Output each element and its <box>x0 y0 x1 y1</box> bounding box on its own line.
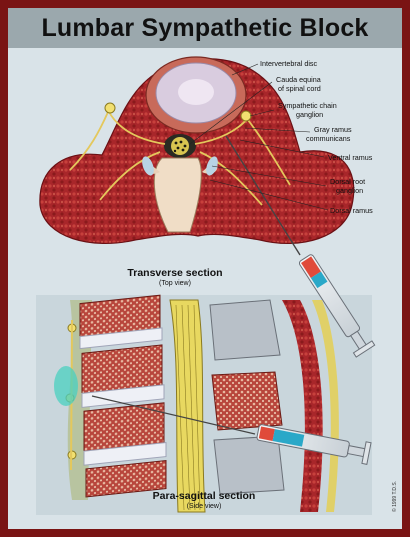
label-gray-ramus: Gray ramus <box>314 125 352 134</box>
contrast-spread <box>54 366 78 406</box>
label-ventral-ramus: Ventral ramus <box>328 153 373 162</box>
label-sympathetic-chain: Sympathetic chain <box>278 101 337 110</box>
caption-transverse: Transverse section <box>127 267 222 279</box>
caption-parasagittal-sub: (Side view) <box>187 503 222 510</box>
posterior-elements <box>210 300 284 494</box>
label-cauda-equina-2: of spinal cord <box>278 84 321 93</box>
parasagittal-section <box>54 295 339 512</box>
label-dorsal-ramus: Dorsal ramus <box>330 206 373 215</box>
label-gray-ramus-2: communicans <box>306 134 351 143</box>
caption-parasagittal: Para-sagittal section <box>153 490 256 502</box>
label-intervertebral-disc: Intervertebral disc <box>260 59 318 68</box>
label-dorsal-root: Dorsal root <box>330 177 365 186</box>
caption-transverse-sub: (Top view) <box>159 280 191 287</box>
cauda-equina-side <box>170 300 205 512</box>
label-cauda-equina: Cauda equina <box>276 75 321 84</box>
sympathetic-ganglion-right <box>241 111 251 121</box>
label-dorsal-root-2: ganglion <box>336 186 363 195</box>
label-sympathetic-chain-2: ganglion <box>296 110 323 119</box>
sympathetic-ganglion-left <box>105 103 115 113</box>
copyright: © 1999 T.D.S. <box>391 481 398 512</box>
